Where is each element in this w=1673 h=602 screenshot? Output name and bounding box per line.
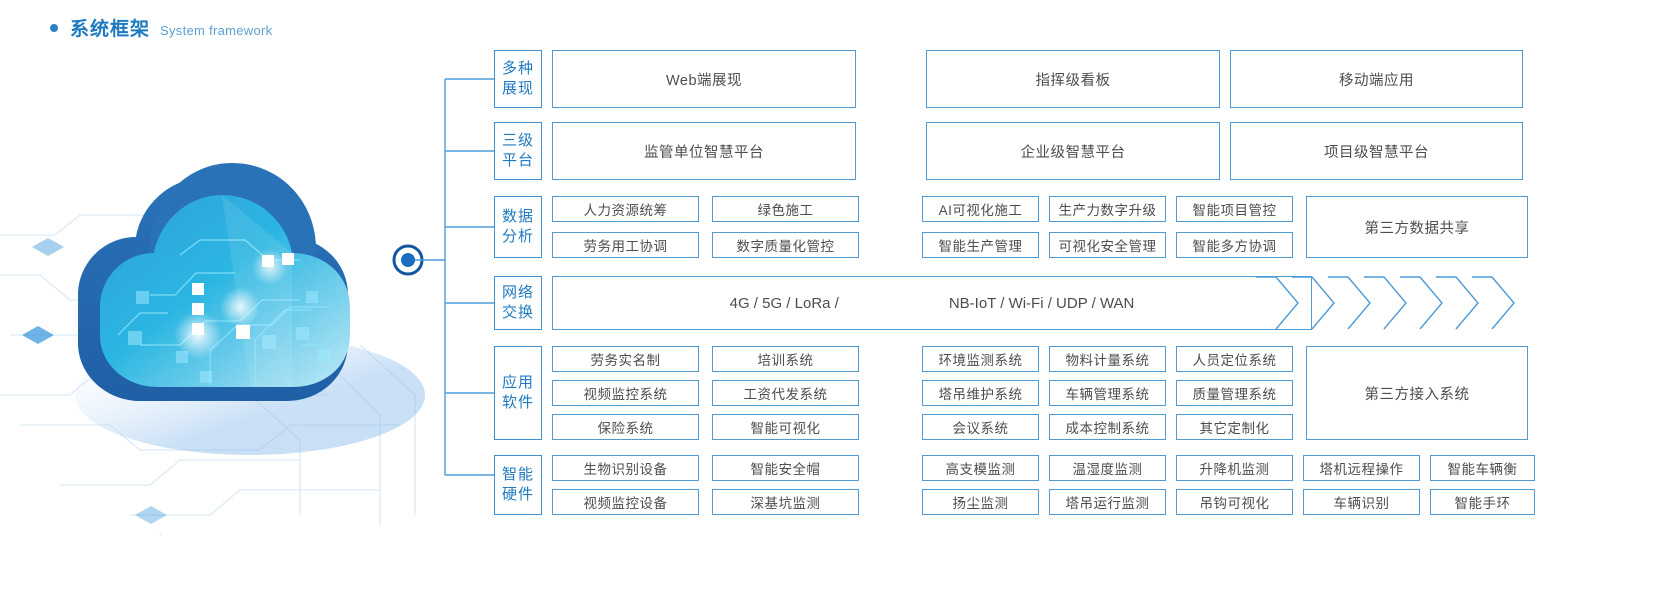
cell-web-display[interactable]: Web端展现 [552, 50, 856, 108]
row-network: 网络 交换 4G / 5G / LoRa / NB-IoT / Wi-Fi / … [494, 276, 1312, 330]
network-protocols-left: 4G / 5G / LoRa / [729, 294, 839, 312]
row-label-presentation: 多种 展现 [494, 50, 542, 108]
cell-material-metering-system[interactable]: 物料计量系统 [1049, 346, 1166, 372]
row-application-software: 应用 软件 劳务实名制 培训系统 视频监控系统 工资代发系统 保险系统 智能可视… [494, 346, 1528, 440]
cell-vehicle-recognition[interactable]: 车辆识别 [1303, 489, 1420, 515]
cell-insurance-system[interactable]: 保险系统 [552, 414, 699, 440]
cell-temp-humidity-monitoring[interactable]: 温湿度监测 [1049, 455, 1166, 481]
group-app-software-1: 劳务实名制 培训系统 视频监控系统 工资代发系统 保险系统 智能可视化 [552, 346, 859, 440]
group-data-analysis-1: 人力资源统筹 绿色施工 劳务用工协调 数字质量化管控 [552, 196, 859, 258]
cell-deep-foundation-monitoring[interactable]: 深基坑监测 [712, 489, 859, 515]
cell-biometric-device[interactable]: 生物识别设备 [552, 455, 699, 481]
cell-meeting-system[interactable]: 会议系统 [922, 414, 1039, 440]
row-label-network: 网络 交换 [494, 276, 542, 330]
group-app-software-2: 环境监测系统 物料计量系统 人员定位系统 塔吊维护系统 车辆管理系统 质量管理系… [922, 346, 1293, 440]
cell-hook-visualization[interactable]: 吊钩可视化 [1176, 489, 1293, 515]
cell-enterprise-platform[interactable]: 企业级智慧平台 [926, 122, 1220, 180]
cell-visual-safety-mgmt[interactable]: 可视化安全管理 [1049, 232, 1166, 258]
cloud-computing-illustration [0, 95, 440, 535]
cell-hoist-monitoring[interactable]: 升降机监测 [1176, 455, 1293, 481]
cell-third-party-access-system[interactable]: 第三方接入系统 [1306, 346, 1528, 440]
cell-training-system[interactable]: 培训系统 [712, 346, 859, 372]
cell-productivity-upgrade[interactable]: 生产力数字升级 [1049, 196, 1166, 222]
cell-labor-real-name[interactable]: 劳务实名制 [552, 346, 699, 372]
cell-command-dashboard[interactable]: 指挥级看板 [926, 50, 1220, 108]
group-platform-2: 企业级智慧平台 [926, 122, 1220, 180]
group-presentation-3: 移动端应用 [1230, 50, 1523, 108]
cell-hr-coordination[interactable]: 人力资源统筹 [552, 196, 699, 222]
row-label-application-software: 应用 软件 [494, 346, 542, 440]
group-data-analysis-3: 第三方数据共享 [1306, 196, 1528, 258]
network-protocol-bar[interactable]: 4G / 5G / LoRa / NB-IoT / Wi-Fi / UDP / … [552, 276, 1312, 330]
group-platform-3: 项目级智慧平台 [1230, 122, 1523, 180]
cell-smart-bracelet[interactable]: 智能手环 [1430, 489, 1535, 515]
cell-environment-monitoring-system[interactable]: 环境监测系统 [922, 346, 1039, 372]
cell-tower-remote-operation[interactable]: 塔机远程操作 [1303, 455, 1420, 481]
bullet-dot-icon [50, 23, 58, 32]
group-app-software-3: 第三方接入系统 [1306, 346, 1528, 440]
group-data-analysis-2: AI可视化施工 生产力数字升级 智能项目管控 智能生产管理 可视化安全管理 智能… [922, 196, 1293, 258]
cell-smart-visualization[interactable]: 智能可视化 [712, 414, 859, 440]
cell-crane-operation-monitoring[interactable]: 塔吊运行监测 [1049, 489, 1166, 515]
page-title-en: System framework [160, 23, 273, 38]
connection-node-icon [392, 244, 424, 276]
cell-video-surveillance-system[interactable]: 视频监控系统 [552, 380, 699, 406]
cell-payroll-agent-system[interactable]: 工资代发系统 [712, 380, 859, 406]
page-title: 系统框架 System framework [50, 14, 272, 41]
cell-high-formwork-monitoring[interactable]: 高支模监测 [922, 455, 1039, 481]
connector-tree [415, 55, 505, 515]
row-label-smart-hardware: 智能 硬件 [494, 455, 542, 515]
cell-third-party-data-sharing[interactable]: 第三方数据共享 [1306, 196, 1528, 258]
cell-personnel-positioning-system[interactable]: 人员定位系统 [1176, 346, 1293, 372]
cell-vehicle-management-system[interactable]: 车辆管理系统 [1049, 380, 1166, 406]
row-data-analysis: 数据 分析 人力资源统筹 绿色施工 劳务用工协调 数字质量化管控 AI可视化施工… [494, 196, 1528, 258]
row-presentation: 多种 展现 Web端展现 指挥级看板 移动端应用 [494, 50, 1523, 108]
row-label-data-analysis: 数据 分析 [494, 196, 542, 258]
cell-smart-helmet[interactable]: 智能安全帽 [712, 455, 859, 481]
cell-smart-production-mgmt[interactable]: 智能生产管理 [922, 232, 1039, 258]
cell-supervision-platform[interactable]: 监管单位智慧平台 [552, 122, 856, 180]
cell-project-platform[interactable]: 项目级智慧平台 [1230, 122, 1523, 180]
cell-smart-multiparty-coord[interactable]: 智能多方协调 [1176, 232, 1293, 258]
cell-other-customization[interactable]: 其它定制化 [1176, 414, 1293, 440]
cell-cost-control-system[interactable]: 成本控制系统 [1049, 414, 1166, 440]
network-protocols-right: NB-IoT / Wi-Fi / UDP / WAN [948, 294, 1135, 312]
cell-quality-management-system[interactable]: 质量管理系统 [1176, 380, 1293, 406]
row-smart-hardware: 智能 硬件 生物识别设备 智能安全帽 视频监控设备 深基坑监测 高支模监测 温湿… [494, 455, 1535, 515]
group-presentation-1: Web端展现 [552, 50, 856, 108]
cell-mobile-app[interactable]: 移动端应用 [1230, 50, 1523, 108]
row-label-platform: 三级 平台 [494, 122, 542, 180]
page-title-cn: 系统框架 [70, 19, 151, 40]
group-platform-1: 监管单位智慧平台 [552, 122, 856, 180]
cell-ai-visual-construction[interactable]: AI可视化施工 [922, 196, 1039, 222]
group-hardware-2: 高支模监测 温湿度监测 升降机监测 塔机远程操作 智能车辆衡 扬尘监测 塔吊运行… [922, 455, 1535, 515]
row-platform: 三级 平台 监管单位智慧平台 企业级智慧平台 项目级智慧平台 [494, 122, 1523, 180]
cell-smart-project-control[interactable]: 智能项目管控 [1176, 196, 1293, 222]
cell-green-construction[interactable]: 绿色施工 [712, 196, 859, 222]
cell-crane-maintenance-system[interactable]: 塔吊维护系统 [922, 380, 1039, 406]
group-hardware-1: 生物识别设备 智能安全帽 视频监控设备 深基坑监测 [552, 455, 859, 515]
group-presentation-2: 指挥级看板 [926, 50, 1220, 108]
cell-dust-monitoring[interactable]: 扬尘监测 [922, 489, 1039, 515]
network-flow-chevrons [1254, 276, 1554, 330]
cell-labor-coordination[interactable]: 劳务用工协调 [552, 232, 699, 258]
cell-digital-quality-control[interactable]: 数字质量化管控 [712, 232, 859, 258]
cell-video-surveillance-device[interactable]: 视频监控设备 [552, 489, 699, 515]
cell-smart-vehicle-scale[interactable]: 智能车辆衡 [1430, 455, 1535, 481]
